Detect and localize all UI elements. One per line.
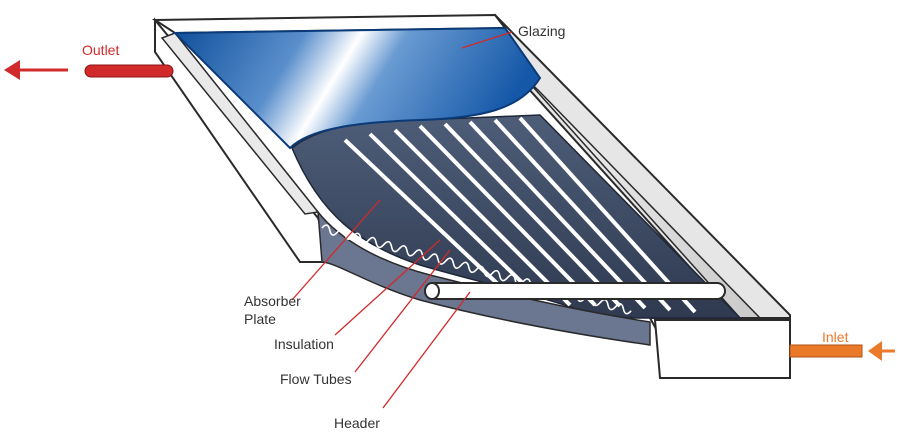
flow-tube: [368, 132, 547, 307]
outlet-arrow-icon: [4, 60, 68, 80]
flow-tube: [468, 120, 647, 310]
collector-frame: [151, 13, 791, 379]
glazing-leader: [461, 31, 513, 49]
absorber-label-line2: Plate: [244, 311, 276, 327]
absorber-label-line1: Absorber: [244, 293, 301, 309]
header-leader: [382, 291, 471, 409]
flow-tube: [393, 128, 572, 307]
flow-tubes-label: Flow Tubes: [280, 371, 352, 387]
insulation-leader: [334, 239, 441, 336]
flow-tube: [418, 124, 597, 307]
insulation-label: Insulation: [274, 336, 334, 352]
flow-tube: [493, 118, 672, 312]
inlet-pipe: [789, 344, 863, 358]
flow-tubes: [343, 116, 697, 314]
leader-lines: [291, 31, 513, 409]
absorber-leader: [291, 199, 381, 301]
flow-tube: [443, 122, 622, 308]
glazing-panel: [172, 26, 542, 150]
insulation: [317, 209, 651, 346]
header-label: Header: [334, 415, 380, 431]
flow-tube: [343, 138, 522, 307]
glazing-label: Glazing: [518, 23, 565, 39]
header-pipe: [424, 282, 726, 300]
outlet-label: Outlet: [82, 42, 119, 58]
flow-tube: [518, 116, 697, 314]
flow-tubes-leader: [354, 249, 451, 373]
inlet-arrow-icon: [868, 341, 895, 361]
outlet-pipe: [84, 64, 174, 78]
inlet-label: Inlet: [822, 329, 849, 345]
